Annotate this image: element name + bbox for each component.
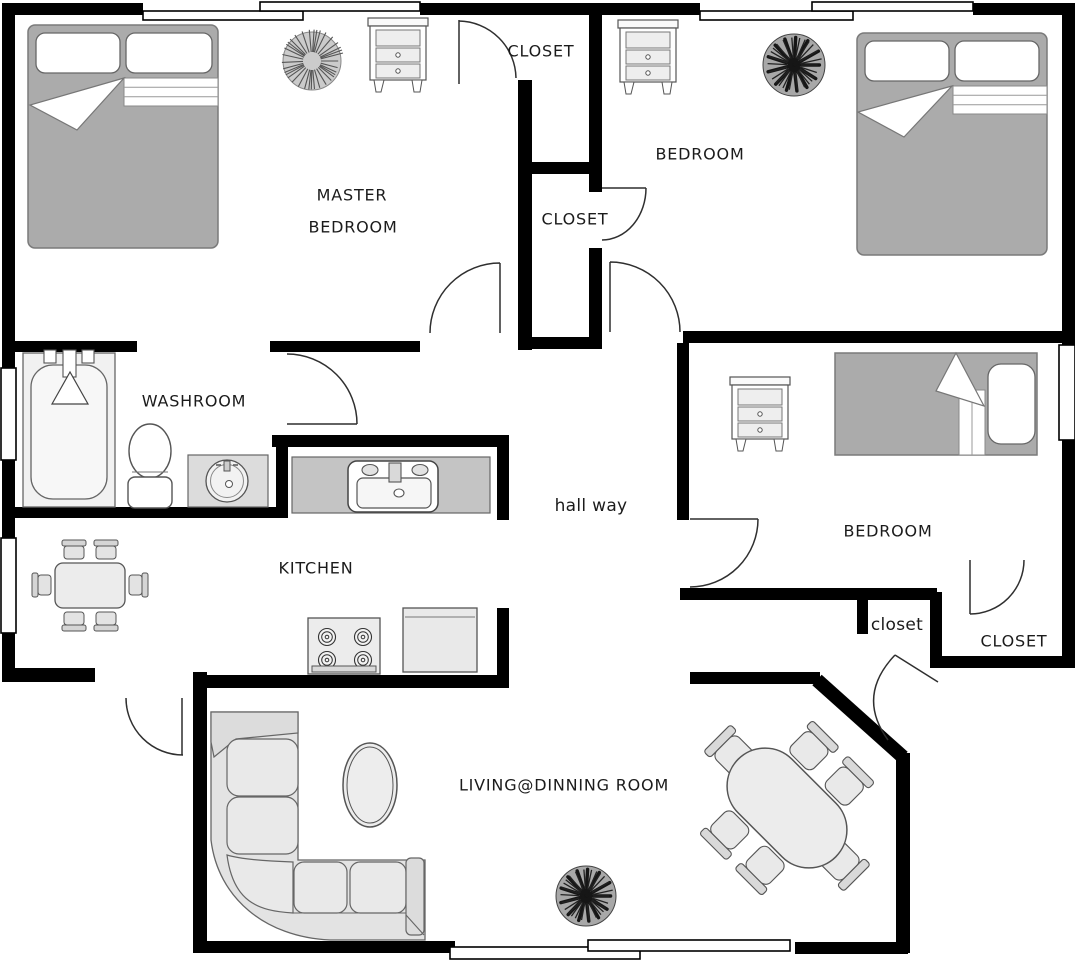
label-living-dining: LIVING@DINNING ROOM [458,775,670,795]
toilet [127,423,173,509]
label-washroom: WASHROOM [141,391,247,411]
kitchen-chair [61,539,87,560]
kitchen-table [54,562,126,609]
dining-chair [824,756,874,806]
label-closet-bottom-right: CLOSET [980,631,1048,651]
label-bedroom-top-right: BEDROOM [655,144,745,164]
label-master-bedroom-line1: MASTER [316,185,388,205]
label-master-bedroom-line2: BEDROOM [308,217,398,237]
vanity-sink [187,454,269,508]
window-left-lower [0,537,17,634]
bed-top-right [856,32,1048,256]
nightstand-right [729,376,791,452]
sectional-sofa [210,711,426,941]
door-master-bedroom [429,262,501,334]
door-bedroom-right [689,518,759,588]
label-bedroom-right: BEDROOM [843,521,933,541]
kitchen-table-set [31,539,149,632]
kitchen-counter-sink [291,456,491,514]
nightstand-master [367,17,429,93]
stove [307,617,381,675]
plant-master-icon [281,29,344,91]
window-bottom-b [587,939,791,952]
bathtub [22,349,116,508]
label-closet-nook: closet [870,615,924,635]
nightstand-top-right [617,19,679,95]
door-bedroom-top-right [609,261,681,333]
oval-table [342,742,398,828]
label-hallway: hall way [554,496,628,516]
label-closet-top: CLOSET [507,41,575,61]
door-mid-closet [601,187,647,241]
dining-chair [789,721,839,771]
door-washroom [286,353,358,425]
window-top-right-b [811,1,974,12]
label-kitchen: KITCHEN [278,558,354,578]
door-master-closet [458,20,517,84]
window-top-left-b [259,1,421,12]
dining-chair [700,810,750,860]
doors [125,20,1025,756]
kitchen-chair [61,611,87,632]
window-top-left-a [142,10,304,21]
kitchen-chair [93,539,119,560]
plant-living-icon [555,865,617,927]
diagonal-wall [812,674,908,763]
kitchen-chair [31,572,52,598]
dining-chair [735,845,785,895]
master-bed [27,24,219,249]
plant-bedroom-icon [762,33,826,97]
door-closet-bottom-right [969,559,1025,615]
window-left-upper [0,367,17,461]
door-closet-nook [872,654,939,741]
kitchen-chair [93,611,119,632]
dining-set [700,721,874,895]
single-bed [834,351,1038,456]
window-right [1058,344,1075,441]
window-top-right-a [699,10,854,21]
label-closet-mid: CLOSET [541,209,609,229]
door-living-entry [125,697,184,756]
walls [2,3,1075,954]
dining-table [726,747,848,869]
fridge [402,607,478,673]
kitchen-chair [128,572,149,598]
